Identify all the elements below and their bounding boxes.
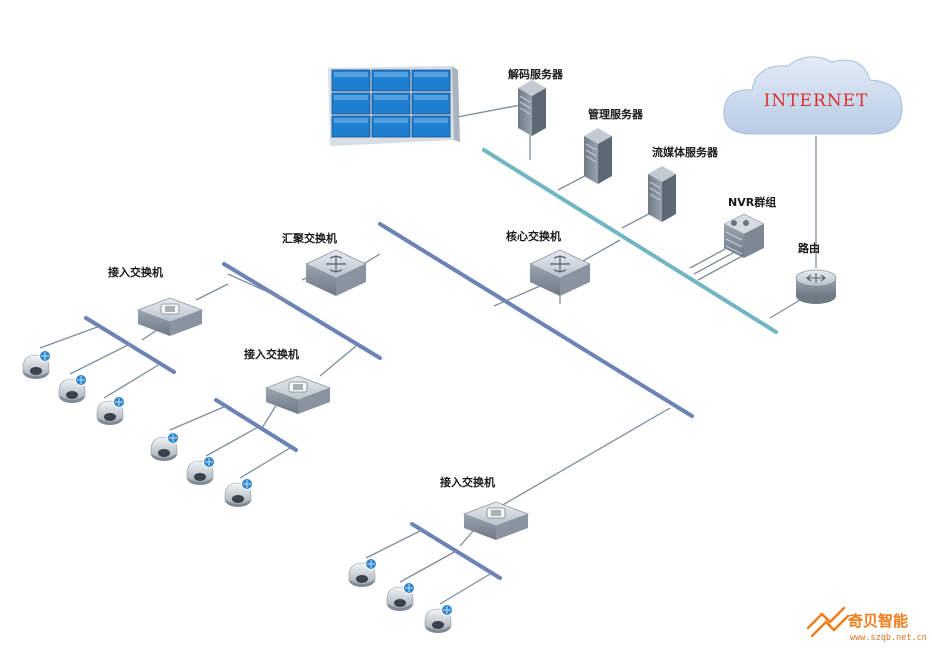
decode-server-icon bbox=[517, 79, 547, 137]
decode-server-label: 解码服务器 bbox=[508, 67, 564, 81]
access-bus-2 bbox=[214, 398, 298, 452]
internet-label: INTERNET bbox=[764, 91, 869, 111]
video-wall-icon bbox=[328, 66, 460, 146]
camera-icon bbox=[348, 558, 377, 588]
camera-icon bbox=[96, 396, 125, 426]
access-switch-label-3: 接入交换机 bbox=[440, 475, 495, 489]
streaming-server-icon bbox=[647, 165, 677, 223]
server-bus bbox=[482, 148, 778, 334]
nvr-icon bbox=[723, 213, 765, 258]
core-bus bbox=[378, 222, 694, 418]
nvr-group-label: NVR群组 bbox=[728, 195, 776, 209]
watermark-url: www.szqb.net.cn bbox=[850, 633, 927, 643]
core-switch-label: 核心交换机 bbox=[506, 229, 561, 243]
connection-links bbox=[39, 103, 817, 605]
camera-icon bbox=[224, 478, 253, 508]
aggregation-switch-icon bbox=[305, 249, 367, 297]
camera-icon bbox=[424, 604, 453, 634]
camera-icon bbox=[150, 432, 179, 462]
aggregation-switch-label: 汇聚交换机 bbox=[282, 231, 337, 245]
watermark-name: 奇贝智能 bbox=[848, 612, 908, 630]
access-switch-icon-3 bbox=[463, 501, 529, 541]
camera-icon bbox=[58, 374, 87, 404]
management-server-label: 管理服务器 bbox=[588, 107, 644, 121]
access-switch-label-1: 接入交换机 bbox=[108, 265, 163, 279]
agg-bus-left bbox=[222, 262, 382, 360]
core-switch-icon bbox=[529, 249, 591, 297]
watermark-logo: 奇贝智能 www.szqb.net.cn bbox=[806, 606, 927, 643]
camera-icon bbox=[186, 456, 215, 486]
management-server-icon bbox=[583, 127, 613, 185]
router-label: 路由 bbox=[798, 241, 820, 255]
cloud-icon: INTERNET bbox=[723, 56, 903, 135]
access-switch-label-2: 接入交换机 bbox=[244, 347, 299, 361]
access-switch-icon-1 bbox=[137, 297, 203, 337]
router-icon bbox=[795, 269, 837, 304]
access-switch-icon-2 bbox=[265, 375, 331, 415]
access-bus-1 bbox=[84, 316, 176, 374]
camera-icon bbox=[22, 350, 51, 380]
camera-icon bbox=[386, 582, 415, 612]
streaming-server-label: 流媒体服务器 bbox=[652, 145, 719, 159]
